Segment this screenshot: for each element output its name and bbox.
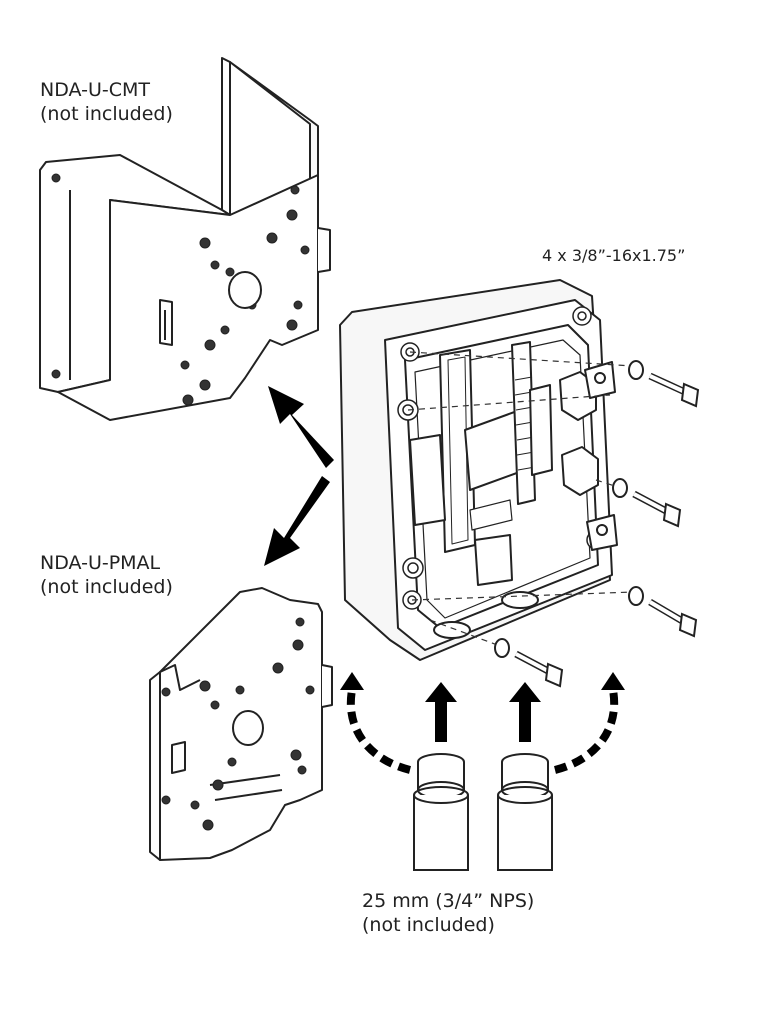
bolts-label: 4 x 3/8”-16x1.75” [542,244,685,268]
corner-mount-name: NDA-U-CMT [40,79,150,101]
conduit-up-arrows [425,682,541,742]
conduit-note: (not included) [362,914,495,936]
bolt-4 [494,638,564,688]
pole-mount-note: (not included) [40,576,173,598]
pole-mount-label: NDA-U-PMAL (not included) [40,551,173,599]
conduit-fittings [413,753,553,871]
bolts-spec: 4 x 3/8”-16x1.75” [542,246,686,265]
corner-mount-note: (not included) [40,103,173,125]
conduit-right [497,753,553,871]
conduit-size: 25 mm (3/4” NPS) [362,890,535,912]
corner-mount-bracket [39,57,331,421]
bolt-2 [612,478,682,528]
pole-mount-bracket [149,587,333,861]
bolts-group [494,360,700,688]
conduit-left [413,753,469,871]
junction-box [339,279,618,661]
dashed-curved-arrows [346,689,619,774]
bolt-alignment-lines [407,351,634,647]
bolt-1 [628,360,700,408]
corner-mount-label: NDA-U-CMT (not included) [40,78,173,126]
bolt-3 [628,586,698,638]
conduit-label: 25 mm (3/4” NPS) (not included) [362,889,534,937]
pole-mount-name: NDA-U-PMAL [40,552,161,574]
bracket-arrows [264,386,334,566]
